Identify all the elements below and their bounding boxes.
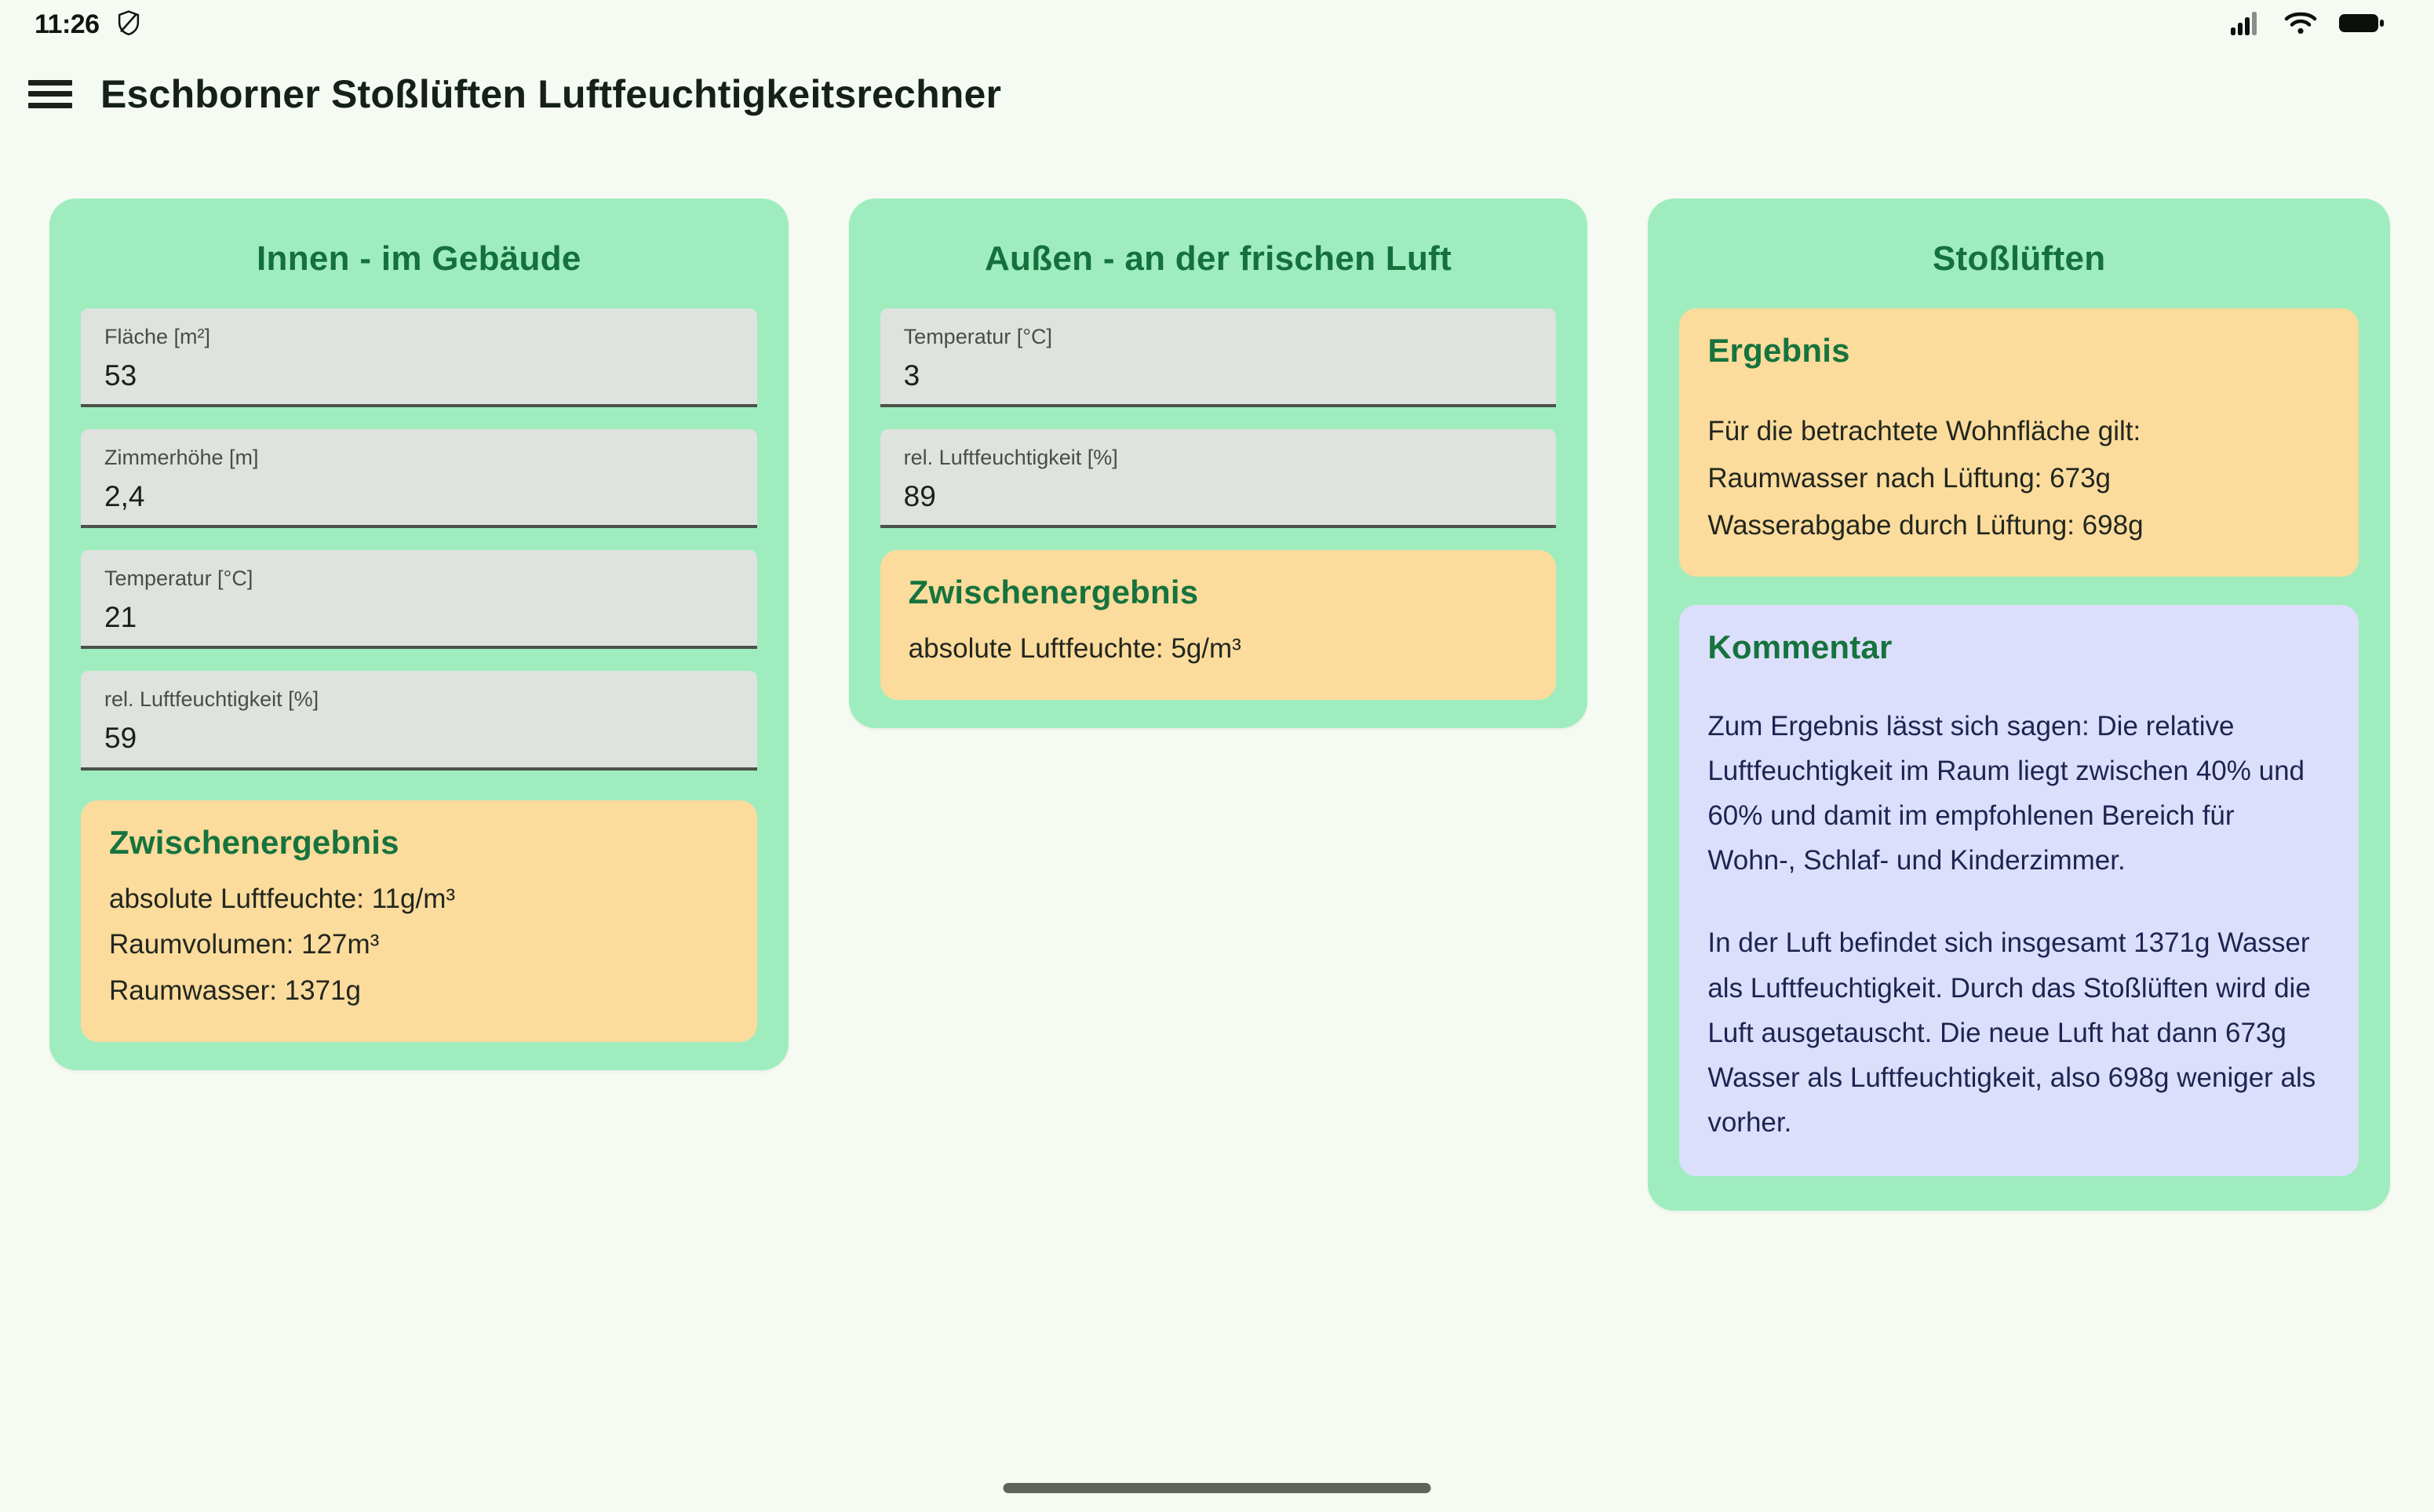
kommentar-paragraph-1: Zum Ergebnis lässt sich sagen: Die relat…	[1707, 711, 2305, 876]
hamburger-bar-1	[28, 79, 72, 86]
home-indicator[interactable]	[1003, 1483, 1431, 1493]
card-stossluefen: Stoßlüften Ergebnis Für die betrachtete …	[1648, 199, 2390, 1211]
card-stossluefen-title: Stoßlüften	[1932, 239, 2106, 278]
card-innen: Innen - im Gebäude Fläche [m²] 53 Zimmer…	[49, 199, 789, 1070]
wifi-icon	[2283, 9, 2318, 40]
cards-row: Innen - im Gebäude Fläche [m²] 53 Zimmer…	[49, 199, 2390, 1211]
shield-icon	[117, 9, 140, 40]
field-aussen-feuchte[interactable]: rel. Luftfeuchtigkeit [%] 89	[880, 429, 1557, 529]
ergebnis-heading: Ergebnis	[1707, 332, 1850, 369]
status-bar: 11:26	[0, 0, 2434, 49]
field-aussen-temperatur-value: 3	[903, 359, 920, 392]
innen-zwischenergebnis-heading: Zwischenergebnis	[109, 823, 399, 861]
app-bar: Eschborner Stoßlüften Luftfeuchtigkeitsr…	[0, 49, 2434, 139]
field-innen-temperatur-value: 21	[104, 601, 137, 634]
innen-zwischenergebnis-line-2: Raumvolumen: 127m³	[109, 929, 380, 960]
hamburger-bar-2	[28, 91, 72, 97]
innen-zwischenergebnis-line-1: absolute Luftfeuchte: 11g/m³	[109, 883, 456, 914]
card-innen-title: Innen - im Gebäude	[257, 239, 581, 278]
aussen-zwischenergebnis-box: Zwischenergebnis absolute Luftfeuchte: 5…	[880, 550, 1557, 700]
kommentar-box: Kommentar Zum Ergebnis lässt sich sagen:…	[1679, 605, 2359, 1176]
ergebnis-line-1: Für die betrachtete Wohnfläche gilt:	[1707, 416, 2141, 446]
field-zimmerhoehe-label: Zimmerhöhe [m]	[104, 446, 259, 470]
field-innen-feuchte-label: rel. Luftfeuchtigkeit [%]	[104, 687, 319, 712]
ergebnis-line-3: Wasserabgabe durch Lüftung: 698g	[1707, 510, 2144, 541]
field-zimmerhoehe-value: 2,4	[104, 479, 145, 512]
aussen-zwischenergebnis-heading: Zwischenergebnis	[908, 574, 1199, 611]
field-zimmerhoehe[interactable]: Zimmerhöhe [m] 2,4	[81, 429, 757, 529]
status-clock: 11:26	[35, 9, 100, 39]
battery-full-icon	[2338, 9, 2385, 40]
innen-zwischenergebnis-box: Zwischenergebnis absolute Luftfeuchte: 1…	[81, 800, 757, 1042]
kommentar-heading: Kommentar	[1707, 628, 1893, 666]
cellular-signal-icon	[2230, 9, 2263, 40]
status-bar-right	[2230, 9, 2399, 40]
field-innen-temperatur-label: Temperatur [°C]	[104, 567, 253, 591]
status-bar-left: 11:26	[35, 9, 140, 40]
field-innen-feuchte[interactable]: rel. Luftfeuchtigkeit [%] 59	[81, 671, 757, 771]
hamburger-bar-3	[28, 102, 72, 108]
field-flaeche-value: 53	[104, 359, 137, 392]
field-aussen-feuchte-value: 89	[903, 479, 936, 512]
field-flaeche[interactable]: Fläche [m²] 53	[81, 308, 757, 408]
aussen-zwischenergebnis-line-1: absolute Luftfeuchte: 5g/m³	[908, 633, 1241, 665]
ergebnis-line-2: Raumwasser nach Lüftung: 673g	[1707, 463, 2111, 494]
field-flaeche-label: Fläche [m²]	[104, 325, 211, 348]
field-innen-feuchte-value: 59	[104, 722, 137, 755]
innen-zwischenergebnis-line-3: Raumwasser: 1371g	[109, 975, 361, 1006]
field-aussen-temperatur-label: Temperatur [°C]	[903, 325, 1053, 348]
field-aussen-feuchte-label: rel. Luftfeuchtigkeit [%]	[903, 446, 1118, 470]
page-title: Eschborner Stoßlüften Luftfeuchtigkeitsr…	[100, 71, 1002, 116]
hamburger-menu-icon[interactable]	[28, 77, 72, 111]
field-innen-temperatur[interactable]: Temperatur [°C] 21	[81, 550, 757, 650]
card-aussen-title: Außen - an der frischen Luft	[984, 239, 1452, 278]
kommentar-paragraph-2: In der Luft befindet sich insgesamt 1371…	[1707, 927, 2316, 1138]
field-aussen-temperatur[interactable]: Temperatur [°C] 3	[880, 308, 1557, 408]
ergebnis-box: Ergebnis Für die betrachtete Wohnfläche …	[1679, 308, 2359, 577]
card-aussen: Außen - an der frischen Luft Temperatur …	[848, 199, 1588, 728]
